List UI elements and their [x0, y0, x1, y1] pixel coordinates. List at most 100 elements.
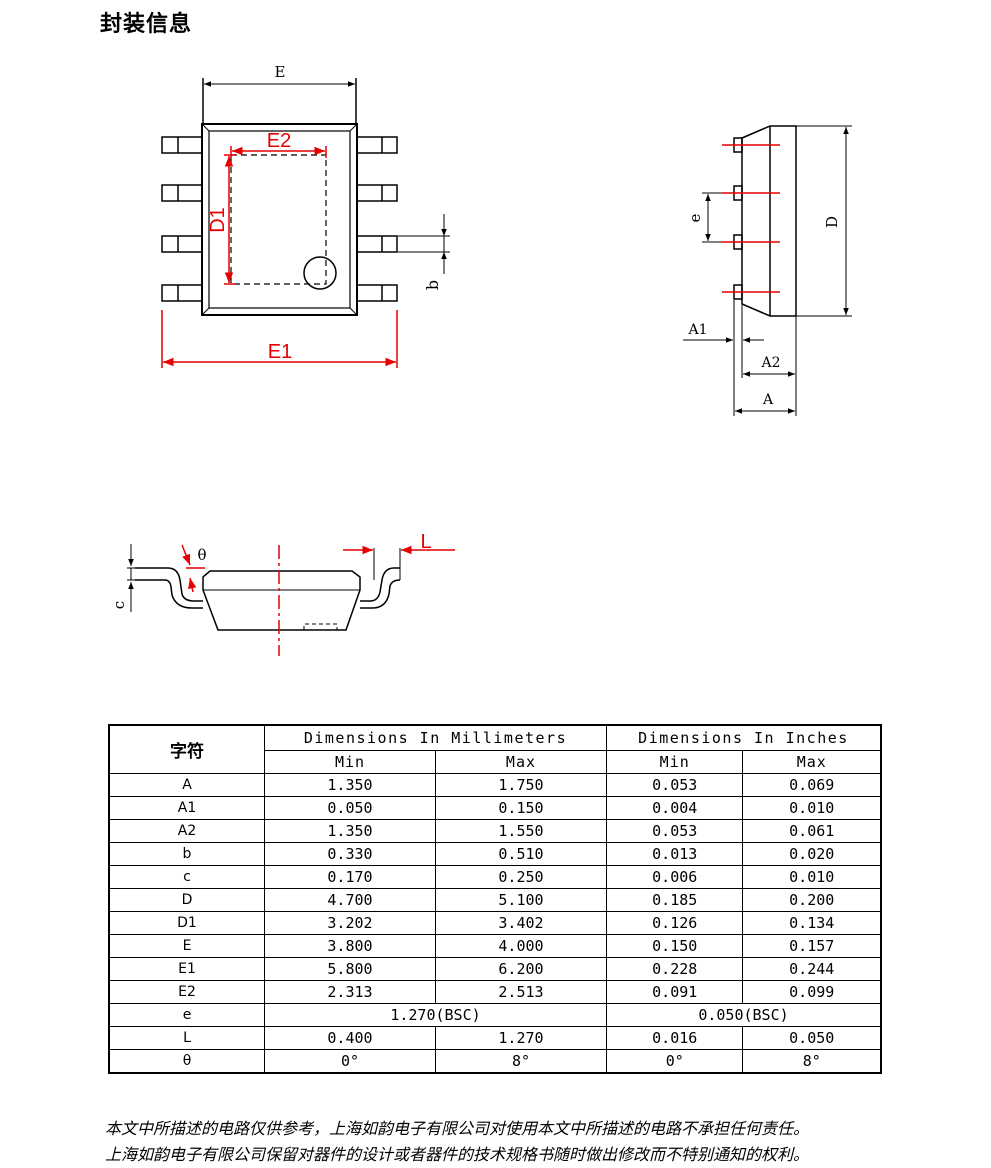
inch-header: Dimensions In Inches	[605, 724, 882, 751]
dim-label-D1: D1	[207, 207, 229, 233]
dim-label-A1: A1	[687, 322, 707, 338]
in-min-cell: 0.013	[605, 842, 744, 866]
symbol-cell: b	[108, 842, 265, 866]
in-max-cell: 0.061	[742, 819, 882, 843]
dim-label-e: e	[686, 213, 704, 222]
mm-max-cell: 5.100	[434, 888, 607, 912]
mm-min-cell: 0.050	[264, 796, 436, 820]
dim-label-b: b	[423, 280, 442, 290]
dim-label-D: D	[823, 216, 841, 228]
dim-label-E1: E1	[268, 341, 292, 363]
front-view-red-dims	[181, 544, 455, 656]
in-min-cell: 0.053	[605, 819, 744, 843]
symbol-cell: D1	[108, 911, 265, 935]
symbol-cell: E1	[108, 957, 265, 981]
symbol-header: 字符	[108, 724, 265, 774]
mm-min-cell: 4.700	[264, 888, 436, 912]
mm-max-cell: 4.000	[434, 934, 607, 958]
section-title: 封装信息	[100, 12, 193, 37]
dim-label-A: A	[762, 392, 774, 408]
dim-label-E2: E2	[267, 130, 291, 152]
symbol-cell: c	[108, 865, 265, 889]
in-min-cell: 0.228	[605, 957, 744, 981]
mm-min-cell: 0.400	[264, 1026, 436, 1050]
in-max-cell: 0.200	[742, 888, 882, 912]
disclaimer-line-2: 上海如韵电子有限公司保留对器件的设计或者器件的技术规格书随时做出修改而不特别通知…	[105, 1145, 810, 1164]
mm-min-cell: 3.800	[264, 934, 436, 958]
mm-max-cell: 2.513	[434, 980, 607, 1004]
in-max-cell: 0.099	[742, 980, 882, 1004]
dim-label-c: c	[110, 601, 128, 609]
in-min-header: Min	[605, 750, 744, 774]
mm-max-cell: 0.250	[434, 865, 607, 889]
mm-header: Dimensions In Millimeters	[264, 724, 607, 751]
mm-max-cell: 1.270	[434, 1026, 607, 1050]
symbol-cell: E	[108, 934, 265, 958]
in-min-cell: 0.091	[605, 980, 744, 1004]
in-max-cell: 0.244	[742, 957, 882, 981]
dim-label-E: E	[275, 63, 286, 81]
mm-max-cell: 1.750	[434, 773, 607, 797]
package-drawings: E E2 D1 b E1 e D	[110, 63, 852, 656]
in-max-cell: 0.069	[742, 773, 882, 797]
symbol-cell: D	[108, 888, 265, 912]
in-max-cell: 8°	[742, 1049, 882, 1074]
mm-min-cell: 0.170	[264, 865, 436, 889]
symbol-cell: A2	[108, 819, 265, 843]
mm-max-cell: 8°	[434, 1049, 607, 1074]
dim-label-A2: A2	[760, 355, 780, 371]
mm-max-cell: 0.510	[434, 842, 607, 866]
in-max-cell: 0.020	[742, 842, 882, 866]
mm-max-cell: 0.150	[434, 796, 607, 820]
mm-min-cell: 0°	[264, 1049, 436, 1074]
in-max-cell: 0.010	[742, 865, 882, 889]
symbol-cell: E2	[108, 980, 265, 1004]
mm-min-cell: 1.350	[264, 773, 436, 797]
symbol-cell: L	[108, 1026, 265, 1050]
mm-min-cell: 2.313	[264, 980, 436, 1004]
symbol-cell: e	[108, 1003, 265, 1027]
front-view	[127, 544, 401, 631]
in-max-cell: 0.050	[742, 1026, 882, 1050]
dimensions-table: 字符 Dimensions In Millimeters Dimensions …	[108, 724, 882, 1074]
dim-label-theta: θ	[197, 546, 206, 564]
disclaimer-line-1: 本文中所描述的电路仅供参考，上海如韵电子有限公司对使用本文中所描述的电路不承担任…	[105, 1119, 810, 1138]
mm-min-cell: 0.330	[264, 842, 436, 866]
in-min-cell: 0.126	[605, 911, 744, 935]
in-min-cell: 0°	[605, 1049, 744, 1074]
top-view	[161, 78, 450, 316]
symbol-cell: θ	[108, 1049, 265, 1074]
mm-min-cell: 1.350	[264, 819, 436, 843]
side-view-red-lead-lines	[722, 144, 780, 293]
in-min-cell: 0.053	[605, 773, 744, 797]
in-max-cell: 0.134	[742, 911, 882, 935]
in-min-cell: 0.016	[605, 1026, 744, 1050]
symbol-cell: A	[108, 773, 265, 797]
mm-max-cell: 1.550	[434, 819, 607, 843]
mm-max-cell: 6.200	[434, 957, 607, 981]
in-max-cell: 0.010	[742, 796, 882, 820]
mm-max-header: Max	[434, 750, 607, 774]
in-max-header: Max	[742, 750, 882, 774]
in-min-cell: 0.006	[605, 865, 744, 889]
mm-bsc-cell: 1.270(BSC)	[264, 1003, 607, 1027]
top-view-red-dims	[161, 146, 398, 368]
side-view	[683, 125, 852, 416]
in-bsc-cell: 0.050(BSC)	[605, 1003, 882, 1027]
mm-min-cell: 5.800	[264, 957, 436, 981]
mm-min-cell: 3.202	[264, 911, 436, 935]
in-min-cell: 0.150	[605, 934, 744, 958]
symbol-cell: A1	[108, 796, 265, 820]
